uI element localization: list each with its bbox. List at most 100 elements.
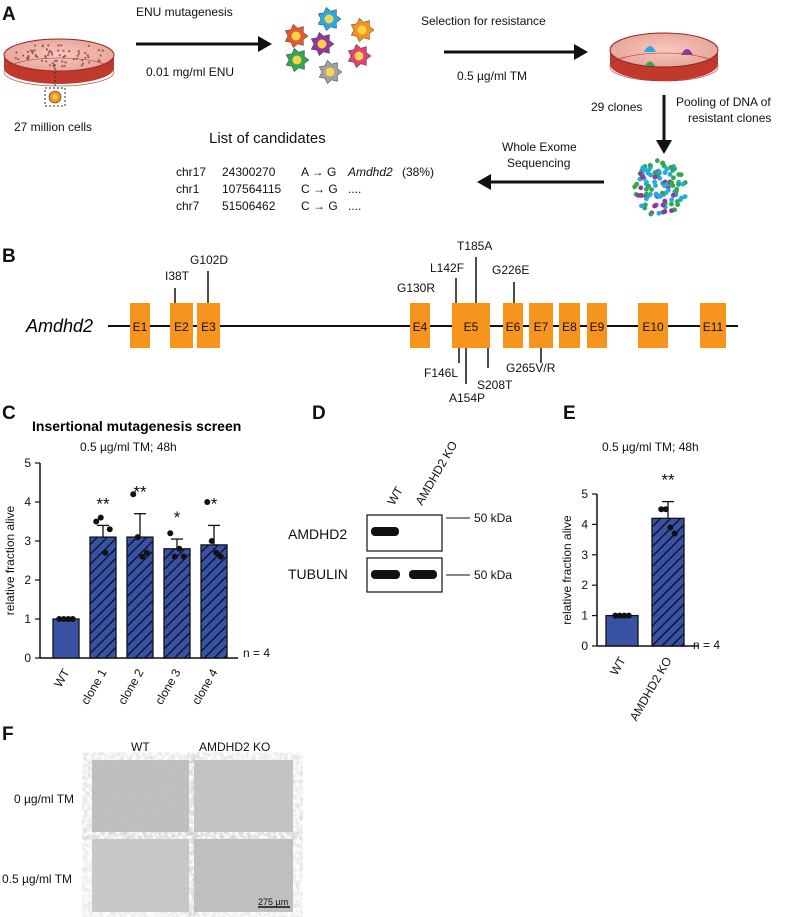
chart-e-subtitle: 0.5 µg/ml TM; 48h	[602, 440, 699, 454]
data-point	[65, 616, 72, 622]
blot-band	[371, 527, 399, 536]
data-point	[56, 616, 63, 622]
bar	[651, 517, 685, 647]
lane-label-ko: AMDHD2 KO	[412, 439, 460, 508]
y-tick-label: 5	[24, 456, 31, 470]
mutation-label: L142F	[430, 261, 464, 275]
chart-c-n: n = 4	[243, 646, 270, 660]
chart-c-subtitle: 0.5 µg/ml TM; 48h	[80, 440, 177, 454]
arrow-left-icon	[477, 174, 491, 190]
data-point	[167, 530, 174, 537]
candidate-row: chr7 51506462 C → G ....	[176, 199, 361, 213]
pool-line-2: resistant clones	[688, 111, 771, 125]
data-point	[106, 526, 113, 533]
candidates-title: List of candidates	[209, 130, 326, 147]
exon-label: E7	[534, 320, 549, 334]
chart-e-n: n = 4	[693, 638, 720, 652]
chart-c-title: Insertional mutagenesis screen	[32, 418, 241, 434]
significance-marker: *	[174, 508, 181, 527]
data-point	[176, 545, 183, 552]
data-point	[217, 553, 224, 560]
micrograph	[194, 760, 293, 832]
exon-box	[638, 303, 668, 348]
exon-label: E2	[174, 320, 189, 334]
arrow-down-icon	[656, 140, 672, 154]
bar	[89, 536, 117, 659]
col-label-ko: AMDHD2 KO	[199, 740, 270, 754]
scale-bar-label: 275 µm	[258, 897, 288, 907]
mutation-track: I38TG102DG130RL142FT185AG226EF146LA154PS…	[165, 239, 556, 405]
exon-box	[700, 303, 726, 348]
significance-marker: **	[96, 494, 110, 513]
pooled-dna-cluster	[632, 158, 688, 217]
significance-marker: *	[211, 494, 218, 513]
candidate-change: C → G	[301, 182, 338, 196]
data-point	[667, 524, 674, 531]
data-point	[616, 612, 623, 619]
x-tick-label: clone 4	[189, 666, 221, 707]
x-tick-label: clone 1	[78, 666, 110, 707]
gene-name: Amdhd2	[25, 316, 93, 336]
panel-a: A 27 million cells ENU mutagenesis 0.01 …	[2, 4, 771, 217]
arrow-right-icon	[258, 36, 272, 52]
wes-line-2: Sequencing	[507, 156, 570, 170]
y-tick-label: 2	[24, 573, 31, 587]
y-tick-label: 3	[24, 534, 31, 548]
candidate-change: A → G	[301, 165, 336, 179]
mutation-label: S208T	[477, 378, 513, 392]
y-axis-label: relative fraction alive	[3, 505, 17, 615]
y-tick-label: 4	[581, 517, 588, 531]
exon-box	[587, 303, 607, 348]
data-point	[213, 549, 220, 556]
mutation-label: G226E	[492, 263, 529, 277]
mutation-label: I38T	[165, 269, 190, 283]
panel-e-letter: E	[563, 403, 576, 424]
exon-label: E3	[201, 320, 216, 334]
candidate-gene: ....	[348, 182, 361, 196]
candidates-table: chr17 24300270 A → G Amdhd2 (38%) chr1 1…	[176, 165, 434, 213]
pool-line-1: Pooling of DNA of	[676, 95, 771, 109]
mutation-label: F146L	[424, 366, 458, 380]
exon-label: E8	[562, 320, 577, 334]
x-tick-label: clone 2	[115, 666, 147, 707]
x-tick-label: AMDHD2 KO	[627, 655, 675, 724]
y-tick-label: 2	[581, 578, 588, 592]
y-tick-label: 0	[581, 639, 588, 653]
significance-marker: **	[133, 483, 147, 502]
y-tick-label: 0	[24, 651, 31, 665]
candidate-chr: chr1	[176, 182, 200, 196]
panel-f-letter: F	[2, 724, 14, 745]
y-tick-label: 1	[24, 612, 31, 626]
data-point	[180, 553, 187, 560]
panel-f: F WT AMDHD2 KO 0 µg/ml TM 0.5 µg/ml TM 2…	[2, 724, 293, 912]
exon-box	[410, 303, 430, 348]
blot-band	[409, 570, 437, 579]
candidate-pct: (38%)	[402, 165, 434, 179]
data-point	[612, 612, 619, 619]
panel-d: D WT AMDHD2 KO AMDHD2 50 kDa TUBULIN 50 …	[288, 403, 512, 593]
blot-row-label: TUBULIN	[288, 566, 348, 582]
exon-label: E5	[464, 320, 479, 334]
panel-c-letter: C	[2, 403, 16, 424]
bar	[52, 618, 80, 659]
step2-title: Selection for resistance	[421, 14, 546, 28]
data-point	[134, 534, 141, 541]
cells-count-label: 27 million cells	[14, 120, 92, 134]
candidate-gene: Amdhd2	[347, 165, 393, 179]
data-point	[60, 616, 67, 622]
candidate-gene: ....	[348, 199, 361, 213]
micrograph	[92, 839, 189, 912]
candidate-change: C → G	[301, 199, 338, 213]
data-point	[130, 491, 137, 498]
step1-title: ENU mutagenesis	[136, 5, 233, 19]
clones-label: 29 clones	[591, 100, 642, 114]
row-label-0: 0 µg/ml TM	[14, 792, 74, 806]
panel-a-letter: A	[2, 4, 16, 25]
y-tick-label: 4	[24, 495, 31, 509]
y-tick-label: 5	[581, 487, 588, 501]
step2-sub: 0.5 µg/ml TM	[457, 69, 527, 83]
blot-row-label: AMDHD2	[288, 526, 347, 542]
significance-marker: **	[661, 471, 675, 490]
